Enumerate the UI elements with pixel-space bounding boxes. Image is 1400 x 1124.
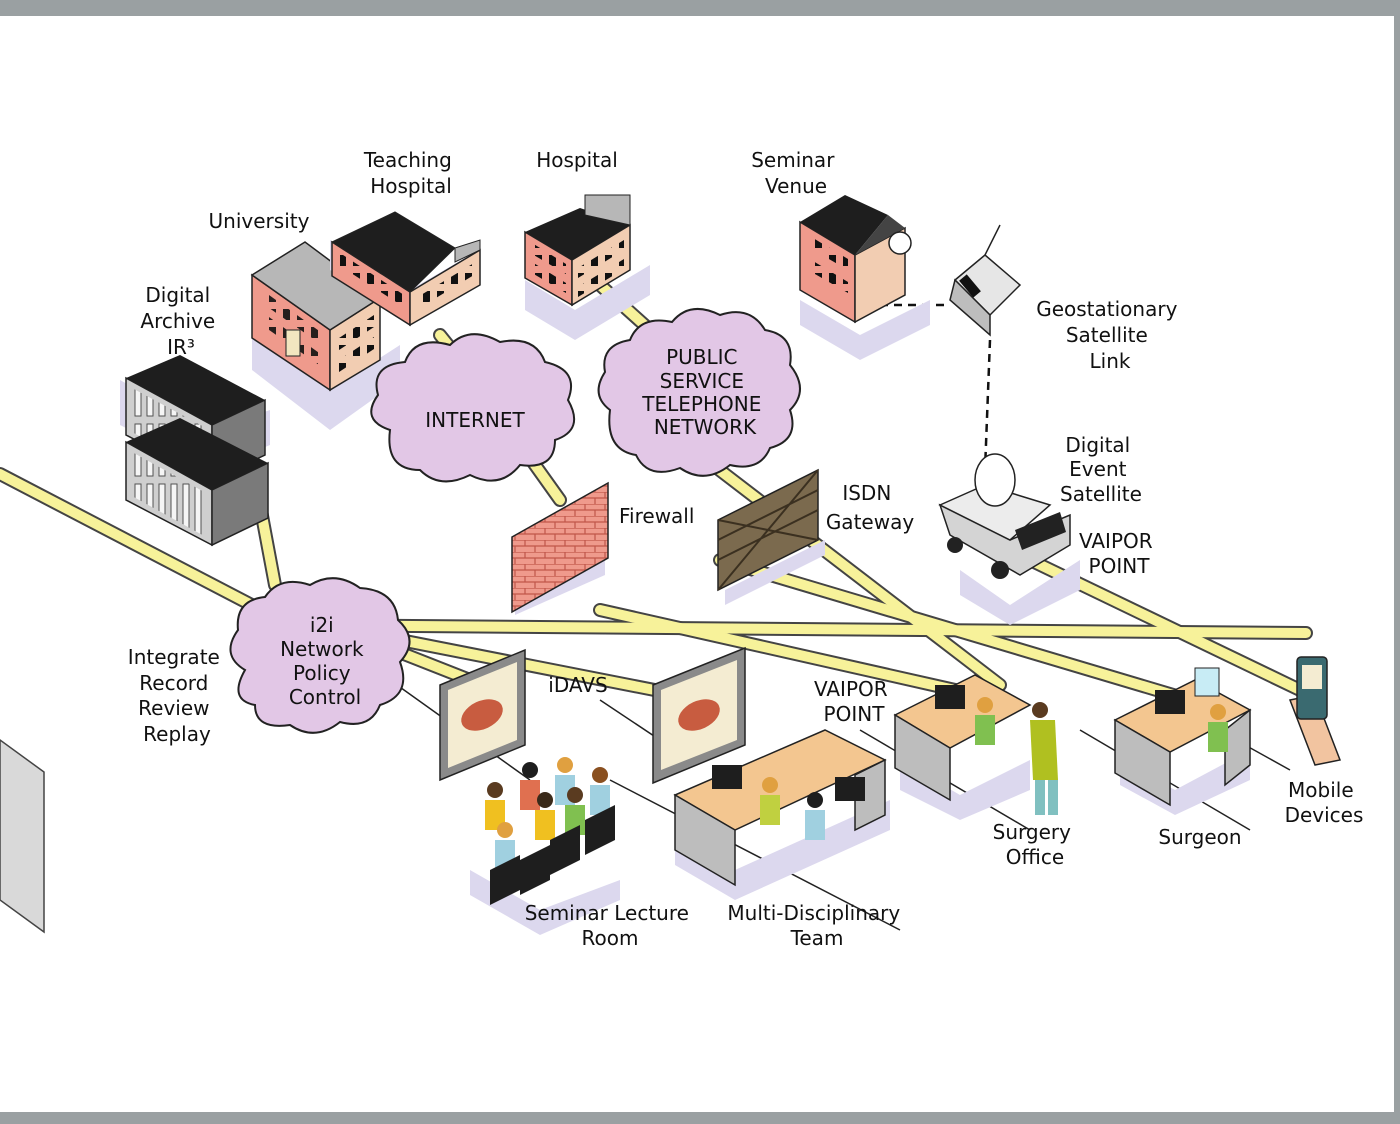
label-seminar-room: Seminar Lecture Room	[525, 901, 696, 950]
label-internet: INTERNET	[425, 408, 525, 432]
i2i-cloud	[229, 577, 411, 734]
label-surgery-office: Surgery Office	[993, 820, 1078, 869]
satellite-links	[880, 303, 992, 471]
label-surgeon: Surgeon	[1158, 825, 1241, 849]
label-hospital: Hospital	[536, 148, 618, 172]
label-mdt: Multi-Disciplinary Team	[727, 901, 906, 950]
pstn-cloud	[597, 307, 801, 477]
label-i2i: i2i Network Policy Control	[280, 613, 370, 709]
label-digital-archive: Digital Archive IR³	[140, 283, 221, 359]
surgery-office-desk	[893, 674, 1058, 820]
mdt-desk	[673, 729, 890, 900]
label-vaipor-point-1: VAIPOR POINT	[1079, 529, 1159, 578]
satellite-icon	[949, 224, 1022, 337]
label-university: University	[209, 209, 310, 233]
label-teaching-hospital: Teaching Hospital	[363, 148, 458, 198]
mobile-device-icon	[1288, 656, 1342, 766]
internet-cloud	[370, 333, 576, 483]
label-digital-event: Digital Event Satellite	[1060, 433, 1142, 506]
isdn-gateway-icon	[717, 468, 825, 605]
university-building	[250, 241, 400, 430]
satellite-van	[938, 453, 1080, 625]
hospital-building	[524, 194, 650, 340]
firewall-icon	[511, 481, 609, 615]
idavs-screen-2	[652, 646, 746, 785]
seminar-venue-building	[799, 195, 930, 360]
label-seminar-venue: Seminar Venue	[751, 148, 841, 198]
label-firewall: Firewall	[619, 504, 694, 528]
label-isdn: ISDN Gateway	[826, 481, 915, 534]
label-geostationary: Geostationary Satellite Link	[1036, 297, 1184, 373]
label-integrate: Integrate Record Review Replay	[128, 645, 226, 746]
idavs-screen-1	[439, 648, 526, 782]
label-pstn: PUBLIC SERVICE TELEPHONE NETWORK	[641, 345, 767, 439]
lecture-audience	[470, 757, 620, 935]
labels: Teaching Hospital Hospital Seminar Venue…	[128, 148, 1364, 950]
label-idavs: iDAVS	[548, 673, 607, 697]
surgeon-desk	[1113, 667, 1252, 815]
digital-archive-server	[120, 355, 270, 547]
teaching-hospital-building	[330, 211, 481, 327]
left-panel	[0, 739, 45, 934]
label-vaipor-point-2: VAIPOR POINT	[814, 677, 894, 726]
label-mobile: Mobile Devices	[1285, 778, 1364, 827]
